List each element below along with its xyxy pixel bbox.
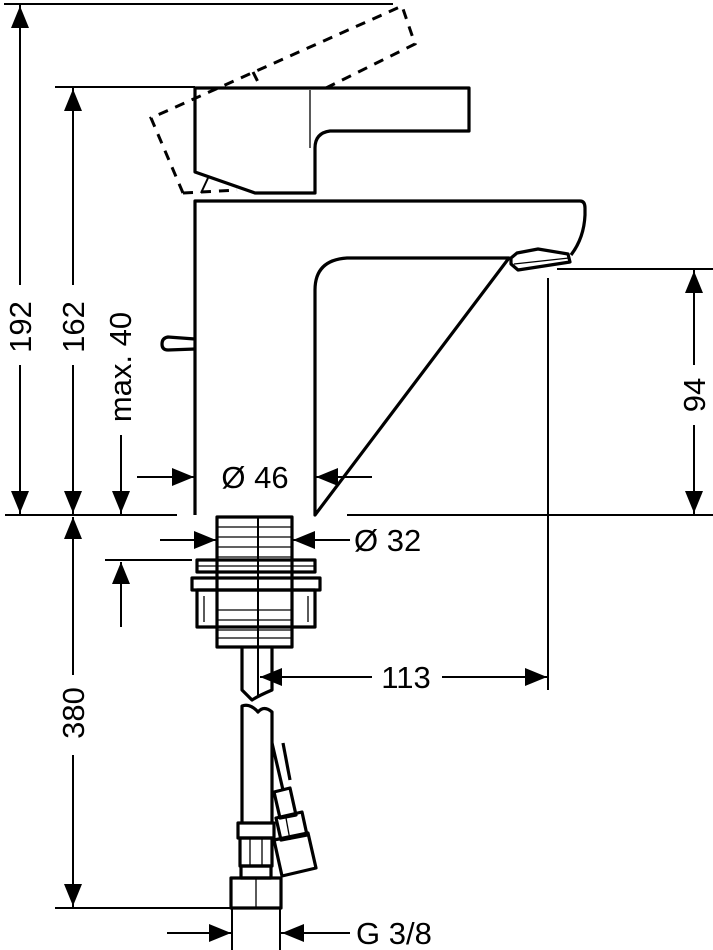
supply-pipe-lower bbox=[240, 703, 274, 823]
dimension-380: 380 bbox=[55, 517, 231, 909]
dimension-label-113: 113 bbox=[381, 660, 430, 695]
aerator-line bbox=[513, 257, 570, 265]
lever-open-position-outline bbox=[149, 3, 417, 195]
mounting-shank bbox=[215, 515, 294, 697]
faucet-body bbox=[193, 199, 587, 517]
handle-wedge bbox=[200, 177, 209, 194]
dimension-label-g38: G 3/8 bbox=[356, 916, 432, 950]
dimension-94: 94 bbox=[557, 268, 713, 515]
dimension-diameter-46: Ø 46 bbox=[137, 460, 372, 495]
dimension-162: 162 bbox=[55, 86, 195, 515]
dimension-192: 192 bbox=[3, 3, 393, 515]
dimension-diameter-32: Ø 32 bbox=[160, 523, 421, 558]
faucet-handle bbox=[193, 86, 471, 195]
dimension-label-380: 380 bbox=[56, 687, 91, 739]
dimension-label-diameter-32: Ø 32 bbox=[354, 523, 421, 558]
dimension-thread-g38: G 3/8 bbox=[167, 908, 432, 950]
hose-fittings bbox=[229, 742, 318, 910]
dimension-label-max-40: max. 40 bbox=[103, 312, 138, 422]
dimension-113: 113 bbox=[260, 278, 549, 695]
dimension-max-40: max. 40 bbox=[103, 312, 192, 627]
mounting-nut bbox=[190, 558, 322, 629]
dimension-label-94: 94 bbox=[677, 378, 712, 412]
dimension-label-192: 192 bbox=[3, 301, 38, 353]
dimension-label-diameter-46: Ø 46 bbox=[221, 460, 288, 495]
dimension-label-162: 162 bbox=[56, 301, 91, 353]
supply-pipe-upper bbox=[240, 648, 274, 702]
popup-rod bbox=[160, 335, 196, 352]
